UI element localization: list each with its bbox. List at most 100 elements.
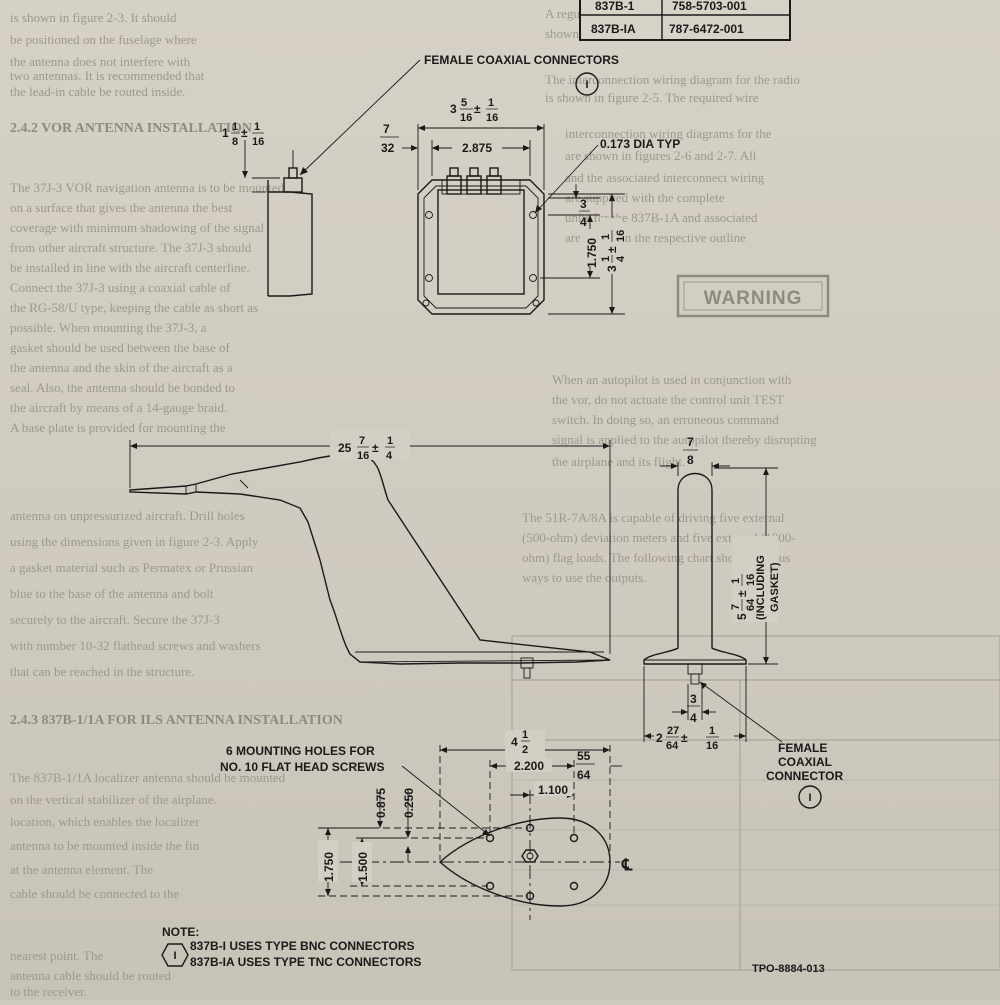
bg-line: signal is applied to the autopilot there… xyxy=(552,432,817,447)
dim-value: 1.500 xyxy=(356,852,370,882)
frac-num: 1 xyxy=(254,121,260,133)
frac-den: 8 xyxy=(687,453,694,467)
frac-den: 16 xyxy=(252,136,264,148)
bg-line: the lead-in cable be routed inside. xyxy=(10,84,185,99)
bg-line: securely to the aircraft. Secure the 37J… xyxy=(10,612,220,627)
antenna-side-view xyxy=(129,430,611,679)
bg-line: a gasket material such as Permatex or Pr… xyxy=(10,560,253,575)
dim-7-8: 7 8 xyxy=(683,435,698,467)
frac-den: 4 xyxy=(386,450,393,462)
frac-den: 16 xyxy=(745,574,757,586)
frac-den: 4 xyxy=(615,255,627,262)
bg-line: antenna cable should be routed xyxy=(10,968,171,983)
frac-num: 3 xyxy=(580,197,587,211)
female-connectors-callout: FEMALE COAXIAL CONNECTORS I xyxy=(299,53,619,176)
plus-minus: ± xyxy=(735,590,749,597)
note-block: NOTE: I 837B-I USES TYPE BNC CONNECTORS … xyxy=(161,925,421,969)
table-model: 837B-1 xyxy=(595,0,635,13)
flag-number: I xyxy=(585,79,588,91)
dim-1-750-bottom: 1.750 xyxy=(318,827,528,897)
plus-minus: ± xyxy=(474,102,481,116)
bg-line: switch. In doing so, an erroneous comman… xyxy=(552,412,779,427)
bg-line: be positioned on the fuselage where xyxy=(10,32,197,47)
frac-num: 7 xyxy=(383,122,390,136)
frac-den: 16 xyxy=(460,112,472,124)
frac-den: 16 xyxy=(486,112,498,124)
frac-den: 8 xyxy=(232,136,238,148)
frac-num: 7 xyxy=(359,435,365,447)
dim-1-100: 1.100 xyxy=(510,782,574,798)
part-number-table: 837B-1 758-5703-001 837B-IA 787-6472-001 xyxy=(579,0,791,41)
bg-heading: 2.4.3 837B-1/1A FOR ILS ANTENNA INSTALLA… xyxy=(10,713,343,728)
bg-line: are shown in figures 2-6 and 2-7. All xyxy=(565,148,757,163)
bg-line: ways to use the outputs. xyxy=(522,570,647,585)
bg-line: is shown in figure 2-5. The required wir… xyxy=(545,90,759,105)
flag-number: I xyxy=(808,792,811,804)
bg-heading: 2.4.2 VOR ANTENNA INSTALLATION xyxy=(10,121,252,136)
bg-line: antenna on unpressurized aircraft. Drill… xyxy=(10,508,245,523)
bg-line: cable should be connected to the xyxy=(10,886,180,901)
female-connector-callout: FEMALE COAXIAL CONNECTOR I xyxy=(699,681,843,809)
dim-whole: 2 xyxy=(656,731,663,745)
bg-line: is shown in figure 2-3. It should xyxy=(10,10,177,25)
bg-line: The 37J-3 VOR navigation antenna is to b… xyxy=(10,180,285,195)
gasket-note: (INCLUDING xyxy=(755,555,767,620)
dim-value: 1.100 xyxy=(538,783,568,797)
frac-den: 64 xyxy=(577,768,591,782)
bg-line: two antennas. It is recommended that xyxy=(10,68,205,83)
flag-number: I xyxy=(173,950,176,962)
bg-line: to the receiver. xyxy=(10,984,87,999)
bg-line: the RG-58/U type, keeping the cable as s… xyxy=(10,300,258,315)
bg-line: the antenna does not interfere with xyxy=(10,54,191,69)
frac-den: 16 xyxy=(615,230,627,242)
warning-box: WARNING xyxy=(676,274,830,318)
bg-line: The 837B-1/1A localizer antenna should b… xyxy=(10,770,286,785)
dim-whole: 4 xyxy=(511,735,518,749)
dim-1-500: 1.500 xyxy=(350,837,488,887)
bg-line: ohm) flag loads. The following chart sho… xyxy=(522,550,790,565)
dim-whole: 25 xyxy=(338,441,352,455)
dim-5-7-64: 5 7 64 ± 1 16 (INCLUDING GASKET) xyxy=(714,467,781,665)
bg-line: Connect the 37J-3 using a coaxial cable … xyxy=(10,280,231,295)
background-text-left: is shown in figure 2-3. It should be pos… xyxy=(10,10,343,999)
bg-line: coverage with minimum shadowing of the s… xyxy=(10,220,265,235)
dim-whole: 3 xyxy=(605,265,619,272)
dim-3-5-16: 3 5 16 ± 1 16 xyxy=(417,97,545,190)
plus-minus: ± xyxy=(372,441,379,455)
coupler-front-view xyxy=(417,167,545,315)
bg-line: units for the 837B-1A and associated xyxy=(565,210,758,225)
bg-line: location, which enables the localizer xyxy=(10,814,200,829)
dim-0-875: 0.875 xyxy=(372,788,528,829)
frac-num: 1 xyxy=(709,725,715,737)
plus-minus: ± xyxy=(605,246,619,253)
frac-num: 7 xyxy=(687,435,694,449)
bg-line: from other aircraft structure. The 37J-3… xyxy=(10,240,252,255)
frac-den: 2 xyxy=(522,744,528,756)
table-part-number: 758-5703-001 xyxy=(672,0,747,13)
dim-value: 2.200 xyxy=(514,759,544,773)
bg-line: with number 10-32 flathead screws and wa… xyxy=(10,638,261,653)
dim-0-250: 0.250 xyxy=(400,788,488,862)
bg-line: the aircraft by means of a 14-gauge brai… xyxy=(10,400,227,415)
dim-whole: 3 xyxy=(450,102,457,116)
dim-2-27-64: 2 27 64 ± 1 16 xyxy=(643,666,747,752)
dia-typ-label: 0.173 DIA TYP xyxy=(600,137,680,151)
connector-label: FEMALE xyxy=(778,741,827,755)
dim-25-7-16: 25 7 16 ± 1 4 xyxy=(338,435,395,462)
faded-table xyxy=(511,635,1000,971)
bg-line: antenna to be mounted inside the fin xyxy=(10,838,200,853)
bg-line: on the vertical stabilizer of the airpla… xyxy=(10,792,217,807)
bg-line: are supplied with the complete xyxy=(565,190,725,205)
bg-line: interconnection wiring diagrams for the xyxy=(565,126,772,141)
connector-label: CONNECTOR xyxy=(766,769,843,783)
figure-id: TPO-8884-013 xyxy=(752,963,825,975)
frac-den: 4 xyxy=(690,711,697,725)
bg-line: blue to the base of the antenna and bolt xyxy=(10,586,214,601)
gasket-note: GASKET) xyxy=(769,562,781,612)
dim-value: 1.750 xyxy=(322,852,336,882)
note-line: 837B-IA USES TYPE TNC CONNECTORS xyxy=(190,955,421,969)
plus-minus: ± xyxy=(241,126,248,140)
dim-3-4-bottom: 3 4 xyxy=(672,684,716,725)
bg-line: the airplane and its flight. xyxy=(552,454,685,469)
